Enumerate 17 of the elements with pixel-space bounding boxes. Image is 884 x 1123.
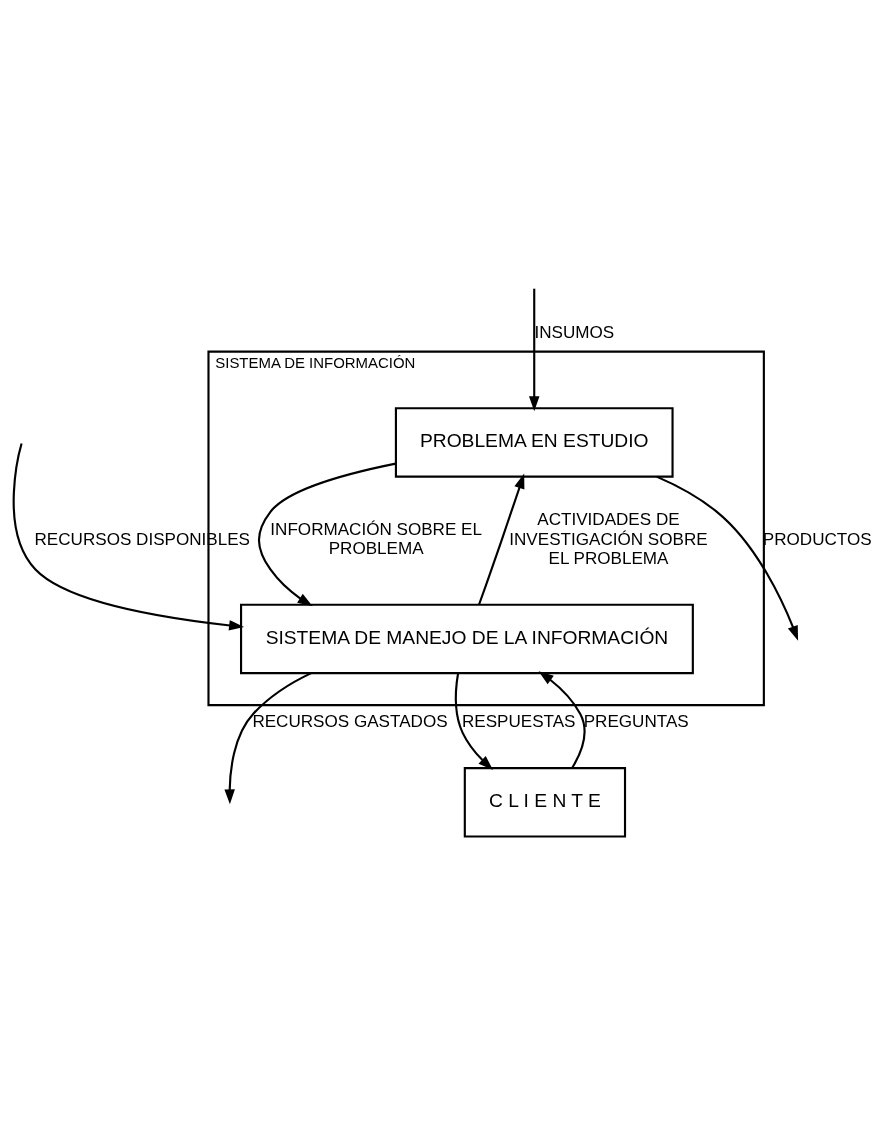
node-box: SISTEMA DE MANEJO DE LA INFORMACIÓN bbox=[239, 603, 694, 674]
edge-label: INSUMOS bbox=[533, 322, 614, 341]
node-box: PROBLEMA EN ESTUDIO bbox=[394, 406, 674, 478]
edge-label: RESPUESTAS bbox=[461, 711, 576, 731]
arrow bbox=[528, 288, 539, 411]
arrow bbox=[655, 475, 798, 641]
edge-label: INFORMACIÓN SOBRE EL PROBLEMA bbox=[269, 519, 482, 558]
arrow bbox=[454, 672, 493, 770]
edge-label: PREGUNTAS bbox=[583, 711, 689, 731]
arrow bbox=[12, 442, 244, 631]
arrow bbox=[477, 473, 524, 605]
arrow bbox=[257, 462, 396, 606]
edge-label: RECURSOS GASTADOS bbox=[251, 711, 448, 731]
arrow bbox=[223, 671, 312, 804]
arrow bbox=[538, 670, 586, 769]
node-box: C L I E N T E bbox=[463, 766, 626, 838]
edge-label: ACTIVIDADES DE INVESTIGACIÓN SOBRE EL PROBLEMA bbox=[508, 509, 708, 568]
